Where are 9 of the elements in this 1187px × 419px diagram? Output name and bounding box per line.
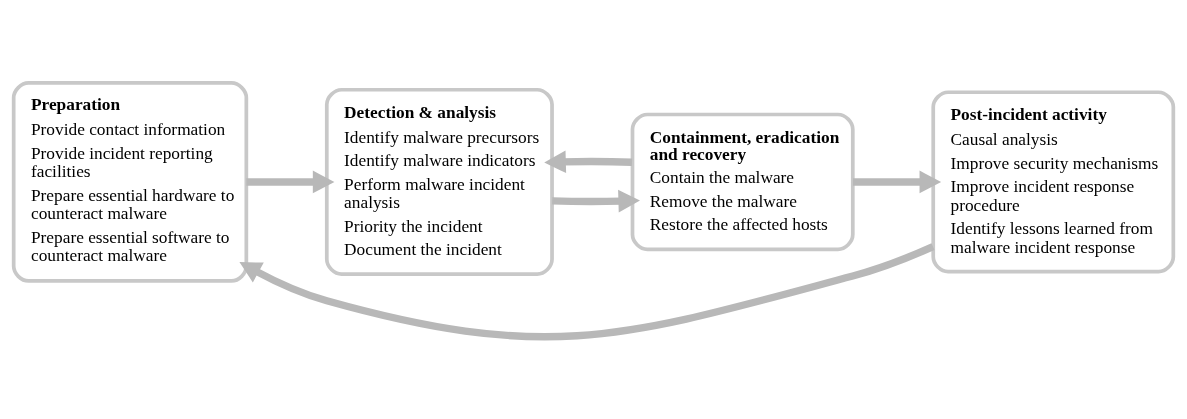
arrow bbox=[552, 189, 640, 213]
arrow bbox=[246, 170, 335, 193]
arrow bbox=[852, 170, 942, 193]
node-box: Post-incident activity Causal analysis Improve security mechanisms Improve incident response procedure Identify lessons learned from malware incident response bbox=[931, 89, 1176, 274]
node-box: Containment, eradication and recovery Contain the malware Remove the malware Restore the affected hosts bbox=[630, 112, 855, 251]
node-box: Preparation Provide contact information Provide incident reporting facilities Prepare essential hardware to counteract malware Prepare essential software to counteract malware bbox=[11, 80, 249, 283]
arrow bbox=[544, 149, 633, 173]
arrow bbox=[239, 242, 935, 340]
node-box: Detection & analysis Identify malware precursors Identify malware indicators Perform malware incident analysis Priority the incident Document the incident bbox=[324, 87, 554, 276]
